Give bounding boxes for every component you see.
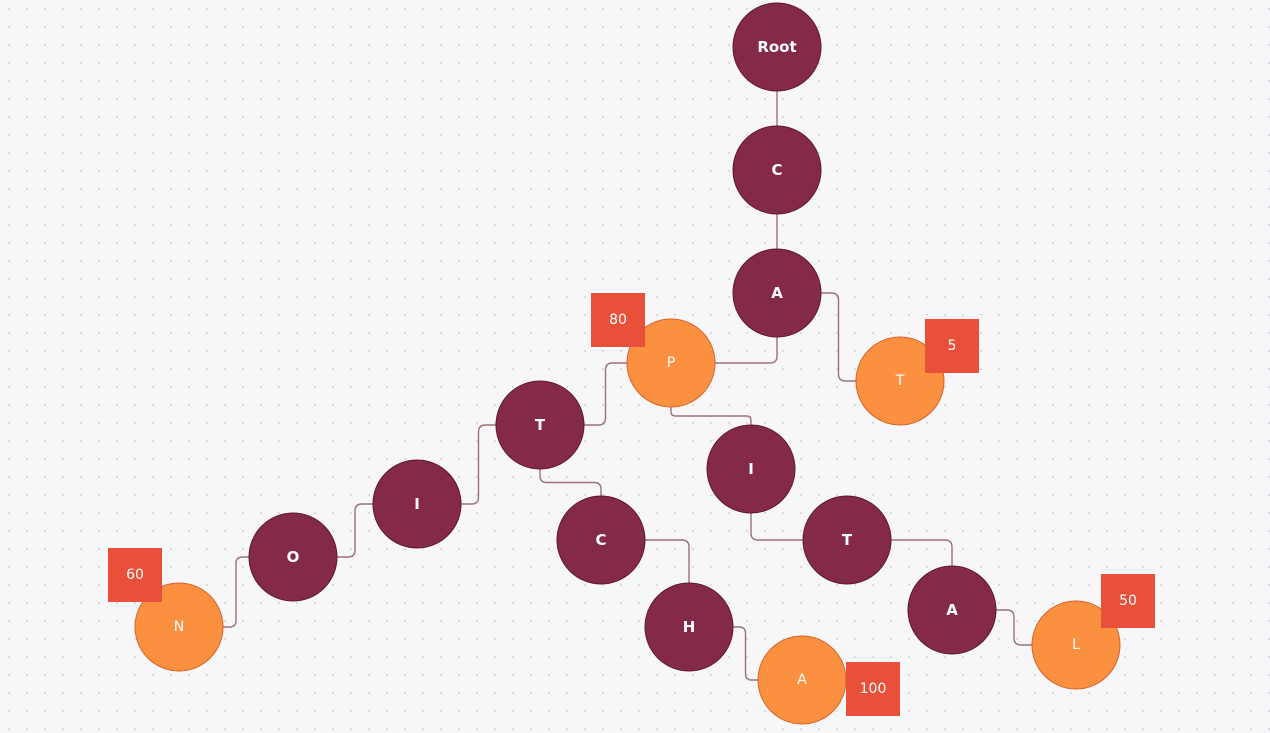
node-label: Root — [757, 38, 796, 56]
badge-box — [591, 293, 645, 347]
node-c2[interactable]: C — [556, 495, 646, 585]
node-label: N — [174, 619, 184, 635]
node-label: C — [771, 161, 782, 179]
edges-layer — [223, 91, 1032, 681]
badge-value: 80 — [609, 312, 627, 328]
edge-c2-h — [645, 539, 690, 583]
node-root[interactable]: Root — [732, 2, 822, 92]
edge-h-a2 — [733, 626, 758, 681]
badge-l: 50 — [1101, 574, 1155, 628]
node-i1[interactable]: I — [372, 459, 462, 549]
badge-value: 60 — [126, 567, 144, 583]
node-o[interactable]: O — [248, 512, 338, 602]
node-label: T — [842, 531, 853, 549]
node-circle — [248, 512, 338, 602]
edge-p-t2 — [584, 362, 627, 426]
node-circle — [706, 424, 796, 514]
node-t3[interactable]: T — [802, 495, 892, 585]
node-circle — [732, 248, 822, 338]
node-i2[interactable]: I — [706, 424, 796, 514]
node-circle — [855, 336, 945, 426]
node-label: P — [667, 355, 675, 371]
edge-a1-t1 — [821, 292, 856, 382]
node-t1[interactable]: T — [855, 336, 945, 426]
node-l[interactable]: L — [1031, 600, 1121, 690]
node-label: T — [895, 373, 905, 389]
node-p[interactable]: P — [626, 318, 716, 408]
node-c1[interactable]: C — [732, 125, 822, 215]
badge-box — [108, 548, 162, 602]
node-circle — [732, 125, 822, 215]
node-label: T — [535, 416, 546, 434]
node-label: C — [595, 531, 606, 549]
node-circle — [134, 582, 224, 672]
node-circle — [495, 380, 585, 470]
edge-t2-c2 — [539, 469, 602, 496]
node-label: H — [683, 618, 696, 636]
badge-value: 100 — [860, 681, 887, 697]
badge-value: 5 — [948, 338, 957, 354]
node-circle — [644, 582, 734, 672]
badge-p: 80 — [591, 293, 645, 347]
badge-box — [925, 319, 979, 373]
node-label: I — [748, 460, 754, 478]
node-circle — [732, 2, 822, 92]
badge-t1: 5 — [925, 319, 979, 373]
edge-i1-o — [337, 503, 373, 558]
node-label: O — [287, 548, 300, 566]
node-a2[interactable]: A — [757, 635, 847, 725]
node-circle — [802, 495, 892, 585]
edge-a3-l — [996, 609, 1032, 646]
node-h[interactable]: H — [644, 582, 734, 672]
node-t2[interactable]: T — [495, 380, 585, 470]
badge-n: 60 — [108, 548, 162, 602]
node-label: A — [797, 672, 807, 688]
node-circle — [907, 565, 997, 655]
node-label: L — [1072, 637, 1080, 653]
edge-t3-a3 — [891, 539, 953, 566]
node-label: A — [771, 284, 783, 302]
node-circle — [372, 459, 462, 549]
badge-box — [846, 662, 900, 716]
node-label: I — [414, 495, 420, 513]
edge-i2-t3 — [750, 513, 803, 541]
badge-box — [1101, 574, 1155, 628]
node-circle — [626, 318, 716, 408]
node-circle — [1031, 600, 1121, 690]
edge-t2-i1 — [461, 424, 496, 505]
node-circle — [556, 495, 646, 585]
edge-o-n — [223, 556, 249, 628]
badges-layer: 80 5 60 100 50 — [108, 293, 1155, 716]
node-label: A — [946, 601, 958, 619]
node-n[interactable]: N — [134, 582, 224, 672]
badge-value: 50 — [1119, 593, 1137, 609]
edge-a1-p — [715, 337, 778, 364]
badge-a2: 100 — [846, 662, 900, 716]
edge-p-i2 — [670, 407, 752, 425]
node-a1[interactable]: A — [732, 248, 822, 338]
node-a3[interactable]: A — [907, 565, 997, 655]
